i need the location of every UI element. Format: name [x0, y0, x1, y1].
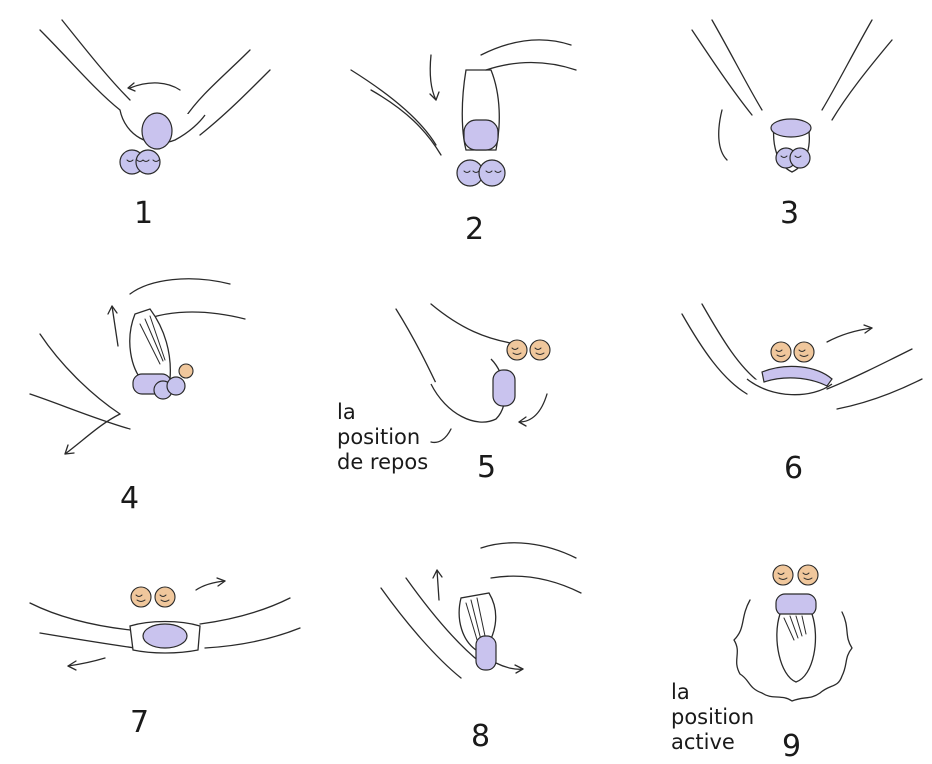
step-2-panel: 2 — [311, 0, 621, 254]
step-5-number: 5 — [477, 453, 496, 483]
step-3-illustration — [622, 0, 932, 254]
step-4-illustration — [0, 254, 310, 508]
step-3-panel: 3 — [622, 0, 932, 254]
step-4-panel: 4 — [0, 254, 310, 508]
step-8-number: 8 — [471, 722, 490, 752]
step-6-illustration — [622, 254, 932, 508]
step-6-panel: 6 — [622, 254, 932, 508]
step-3-number: 3 — [780, 199, 799, 229]
step-5-panel: la position de repos 5 — [311, 254, 621, 508]
step-6-number: 6 — [784, 454, 803, 484]
step-9-illustration — [622, 508, 932, 762]
step-1-panel: 1 — [0, 0, 310, 254]
step-8-panel: 8 — [311, 508, 621, 762]
step-7-panel: 7 — [0, 508, 310, 762]
step-2-number: 2 — [465, 215, 484, 245]
step-1-number: 1 — [134, 199, 153, 229]
step-9-caption: la position active — [671, 680, 754, 754]
step-1-illustration — [0, 0, 310, 254]
step-9-number: 9 — [782, 732, 801, 762]
step-9-panel: la position active 9 — [622, 508, 932, 762]
step-5-caption: la position de repos — [337, 400, 428, 474]
step-8-illustration — [311, 508, 621, 762]
step-7-number: 7 — [130, 708, 149, 738]
step-7-illustration — [0, 508, 310, 762]
